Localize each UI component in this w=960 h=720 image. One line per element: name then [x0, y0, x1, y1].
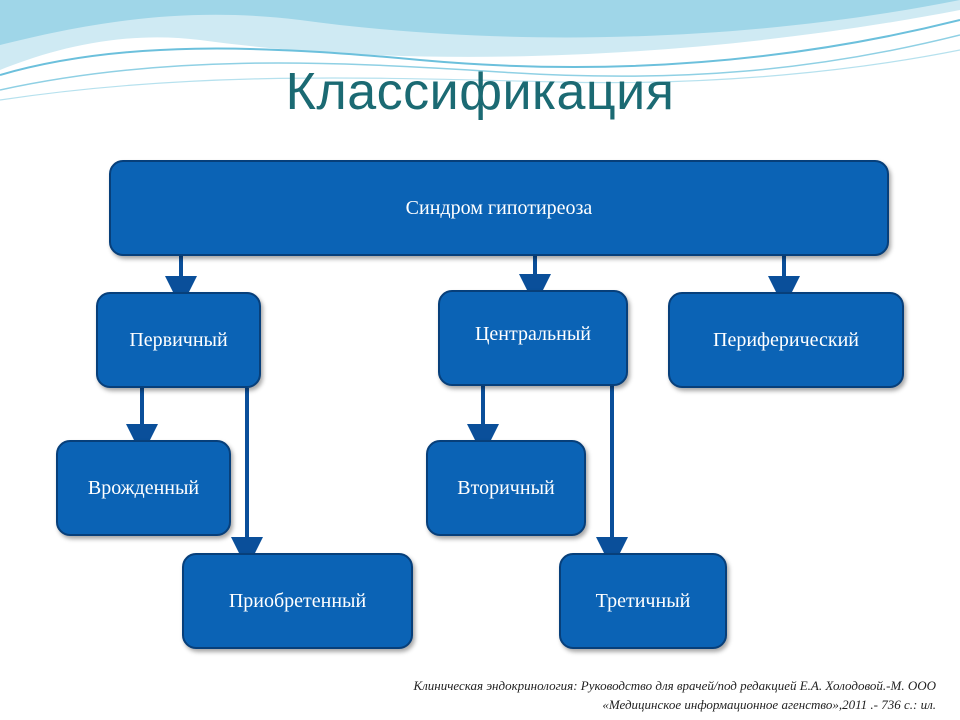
- node-hypothyroidism-syndrome: Синдром гипотиреоза: [109, 160, 889, 256]
- citation-line-1: Клиническая эндокринология: Руководство …: [413, 678, 936, 693]
- node-peripheral: Периферический: [668, 292, 904, 388]
- page-title: Классификация: [285, 63, 675, 121]
- citation: Клиническая эндокринология: Руководство …: [236, 676, 936, 714]
- node-tertiary: Третичный: [559, 553, 727, 649]
- node-secondary: Вторичный: [426, 440, 586, 536]
- node-primary: Первичный: [96, 292, 261, 388]
- node-acquired: Приобретенный: [182, 553, 413, 649]
- node-central: Центральный: [438, 290, 628, 386]
- header-wave-decoration: [0, 0, 960, 101]
- citation-line-2: «Медицинское информационное агенство»,20…: [602, 697, 936, 712]
- node-congenital: Врожденный: [56, 440, 231, 536]
